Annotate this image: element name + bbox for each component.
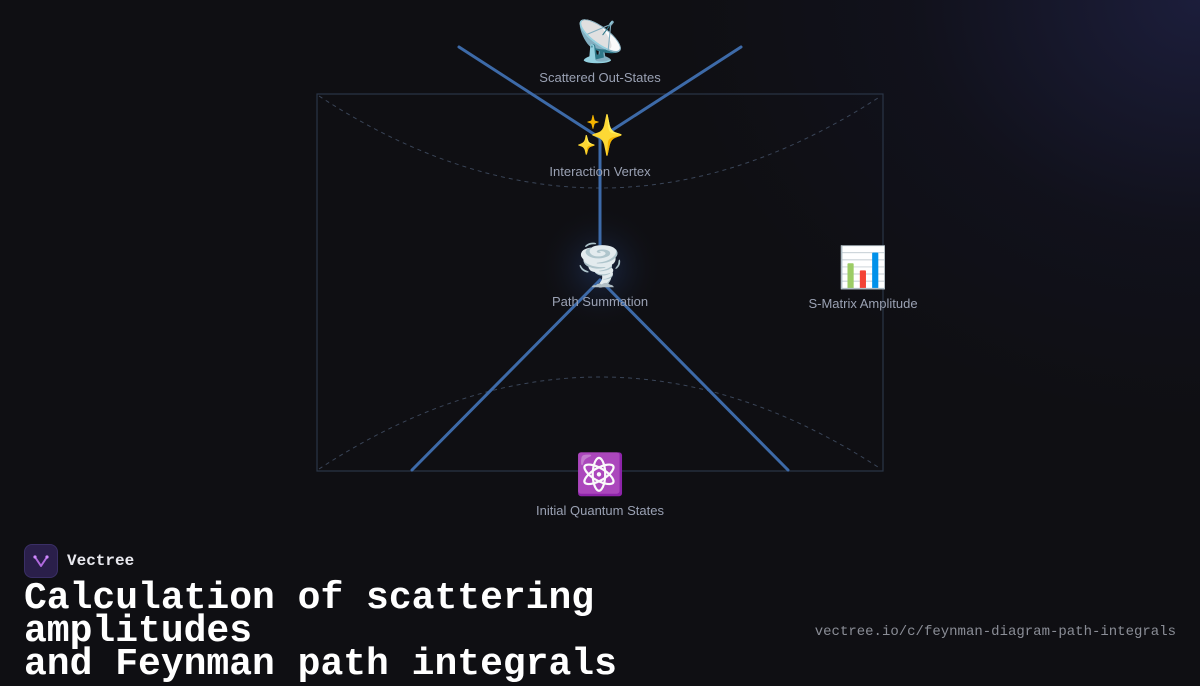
outgoing-line-right <box>598 45 743 140</box>
satellite-antenna-icon: 📡 <box>575 19 625 65</box>
vectree-logo-icon <box>24 544 58 578</box>
incoming-line-right <box>598 278 790 472</box>
lower-arc <box>318 376 882 470</box>
title-line-2: and Feynman path integrals <box>24 643 617 686</box>
brand: Vectree <box>24 544 134 578</box>
logo-mark <box>33 555 49 567</box>
outgoing-line-left <box>457 45 602 140</box>
sparkles-icon: ✨ <box>575 113 625 159</box>
incoming-line-left <box>410 278 602 472</box>
node-scattered-out-states: 📡 Scattered Out-States <box>539 18 660 85</box>
title-line-1: Calculation of scattering amplitudes <box>24 577 595 653</box>
bar-chart-icon: 📊 <box>838 245 888 291</box>
node-interaction-vertex: ✨ Interaction Vertex <box>549 112 650 179</box>
node-label: Path Summation <box>551 294 649 309</box>
atom-icon: ⚛️ <box>575 452 625 498</box>
node-initial-quantum-states: ⚛️ Initial Quantum States <box>536 451 664 518</box>
node-label: Interaction Vertex <box>549 164 651 179</box>
tornado-icon: 🌪️ <box>575 243 625 289</box>
node-s-matrix-amplitude: 📊 S-Matrix Amplitude <box>808 244 917 311</box>
brand-name: Vectree <box>67 552 135 570</box>
node-path-summation: 🌪️ Path Summation <box>552 242 648 309</box>
path-summation-glow <box>538 206 662 330</box>
node-label: Scattered Out-States <box>539 70 661 85</box>
node-label: S-Matrix Amplitude <box>808 296 918 311</box>
source-url: vectree.io/c/feynman-diagram-path-integr… <box>814 624 1176 640</box>
node-label: Initial Quantum States <box>536 503 664 518</box>
diagram-frame <box>316 93 884 472</box>
page-title: Calculation of scattering amplitudes and… <box>24 577 824 686</box>
